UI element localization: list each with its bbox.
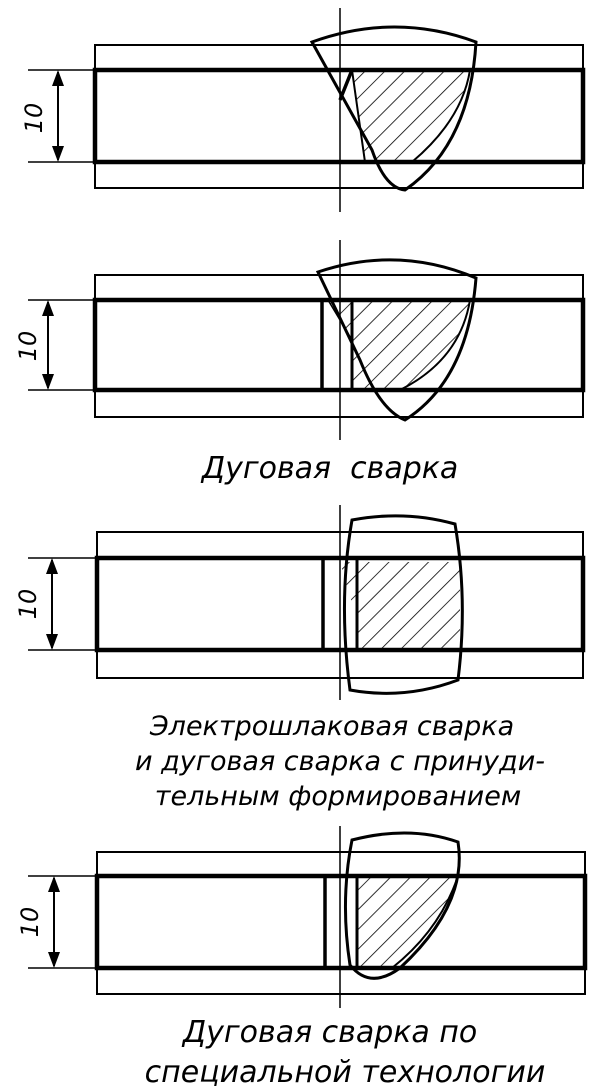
caption-electroslag-line-3: тельным формированием xyxy=(155,781,521,812)
dimension-label-2: 10 xyxy=(14,331,42,362)
caption-special-line-1: Дуговая сварка по xyxy=(181,1015,478,1050)
weld-bead-3 xyxy=(342,514,464,695)
weld-bead-2 xyxy=(315,258,478,422)
figure-2-arc-weld-gap: 10 xyxy=(14,240,586,440)
dimension-label-3: 10 xyxy=(14,589,42,620)
caption-special-line-2: специальной технологии xyxy=(145,1055,546,1090)
caption-electroslag-line-2: и дуговая сварка с принуди- xyxy=(135,746,545,777)
weld-bead-1 xyxy=(309,25,478,192)
weld-bead-4 xyxy=(343,831,461,980)
figure-3-electroslag: 10 xyxy=(14,505,586,700)
caption-arc-welding: Дуговая сварка xyxy=(200,451,459,486)
figure-1-arc-weld-v: 10 xyxy=(20,8,586,212)
figure-4-special-technology: 10 xyxy=(16,826,588,1008)
dimension-label-4: 10 xyxy=(16,907,44,938)
caption-electroslag-line-1: Электрошлаковая сварка xyxy=(149,711,514,742)
dimension-label-1: 10 xyxy=(20,103,48,134)
